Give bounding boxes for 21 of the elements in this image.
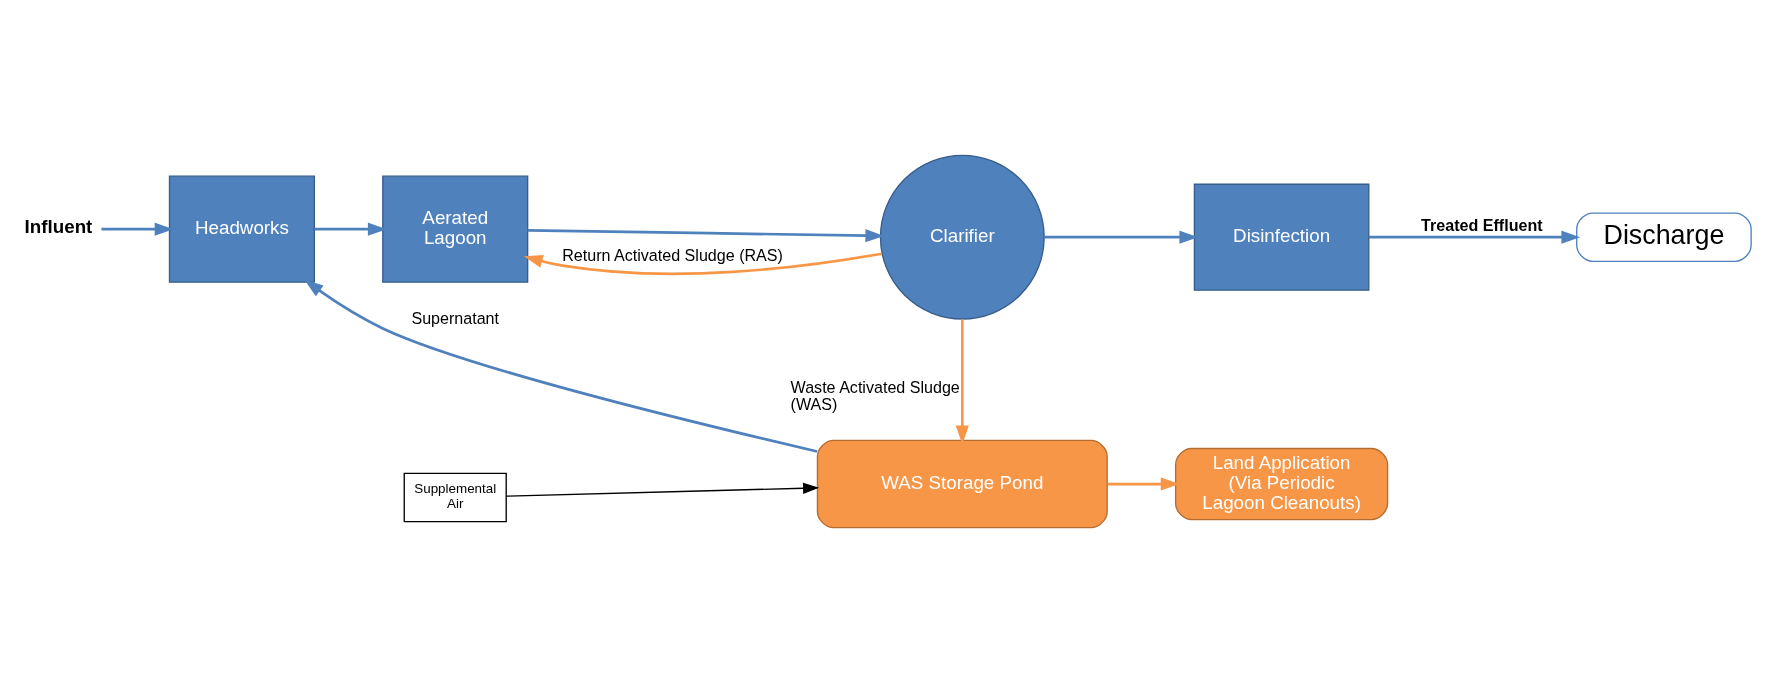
node-box: WAS Storage Pond bbox=[816, 439, 1108, 529]
arrow bbox=[101, 222, 174, 236]
node-box: Land Application (Via Periodic Lagoon Cleanouts) bbox=[1174, 447, 1389, 521]
arrow bbox=[527, 228, 885, 243]
node-text: Influent bbox=[24, 215, 93, 237]
arrow bbox=[304, 279, 818, 453]
arrow bbox=[1369, 230, 1581, 244]
node-box: Discharge bbox=[1576, 212, 1752, 263]
node-box: Aerated Lagoon bbox=[382, 175, 529, 283]
arrow bbox=[505, 482, 820, 497]
node-circle: Clarifier bbox=[879, 154, 1045, 320]
edge-label: Return Activated Sludge (RAS) bbox=[562, 245, 783, 264]
edge-label: Supernatant bbox=[411, 308, 500, 327]
node-box: Supplemental Air bbox=[403, 472, 507, 523]
node-box: Headworks bbox=[168, 175, 316, 283]
node-box: Disinfection bbox=[1193, 183, 1370, 291]
edge-label: Treated Effluent bbox=[1421, 216, 1543, 235]
arrow bbox=[523, 252, 883, 276]
arrow bbox=[1107, 477, 1180, 491]
edge-label: Waste Activated Sludge (WAS) bbox=[790, 377, 960, 414]
arrow bbox=[314, 222, 387, 236]
